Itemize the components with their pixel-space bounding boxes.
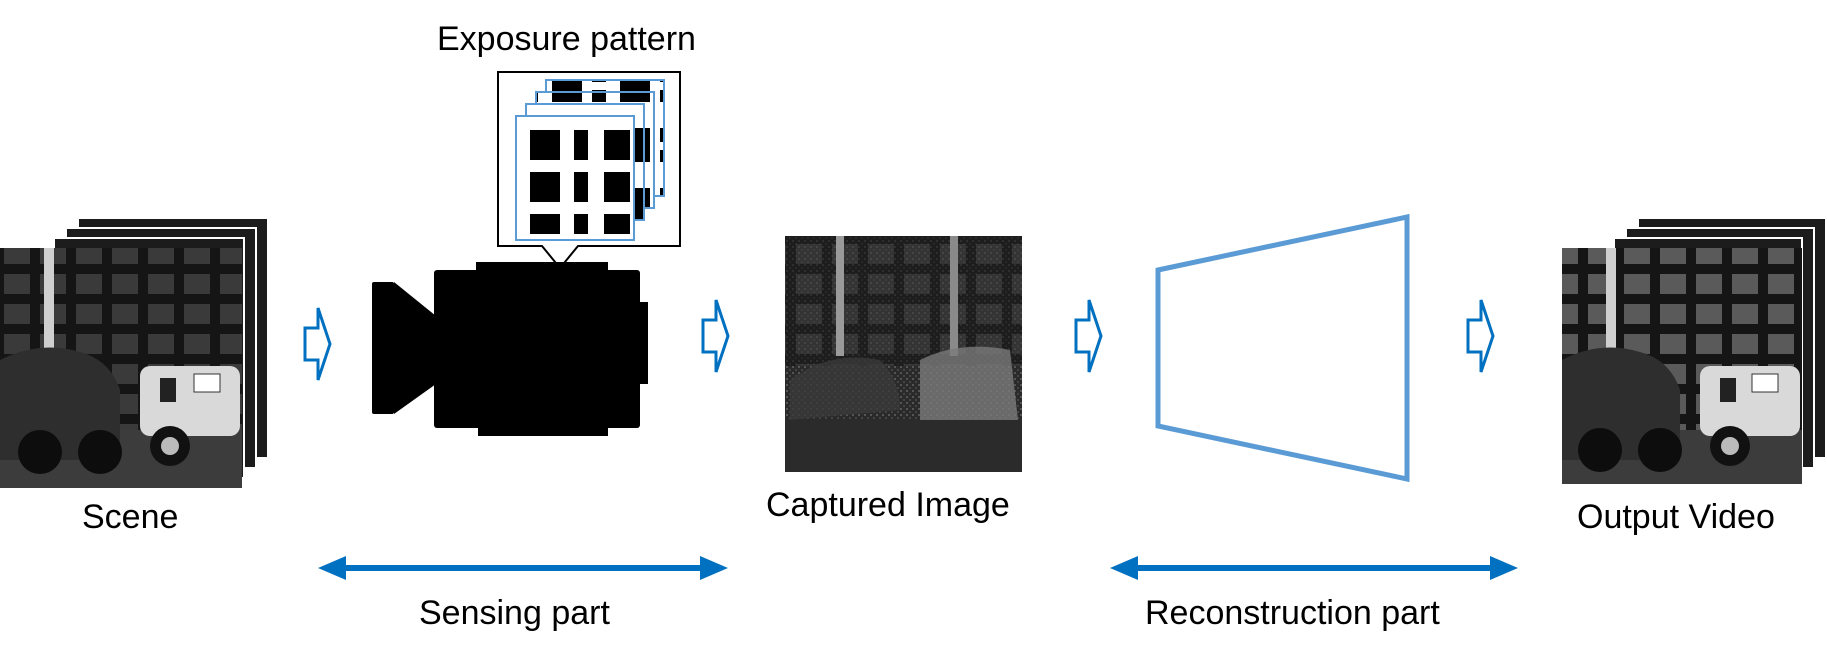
right-hollow-arrow-icon xyxy=(303,307,332,381)
reconstruction-network-shape xyxy=(1155,213,1410,483)
output-video-label: Output Video xyxy=(1577,498,1775,536)
output-frame-stack xyxy=(1562,217,1827,484)
sensing-part-arrow xyxy=(318,556,728,580)
exposure-pattern-label: Exposure pattern xyxy=(437,20,696,58)
sensing-part-label: Sensing part xyxy=(419,594,610,632)
right-hollow-arrow-icon xyxy=(1074,299,1103,373)
scene-frame-stack xyxy=(0,217,269,488)
captured-image xyxy=(785,236,1022,472)
captured-image-label: Captured Image xyxy=(766,486,1010,524)
output-frame-front xyxy=(1562,248,1802,484)
right-hollow-arrow-icon xyxy=(1466,299,1495,373)
reconstruction-part-label: Reconstruction part xyxy=(1145,594,1440,632)
video-camera-icon xyxy=(372,262,648,436)
scene-frame-front xyxy=(0,248,242,488)
right-hollow-arrow-icon xyxy=(701,299,730,373)
exposure-mask-stack xyxy=(515,79,665,241)
scene-label: Scene xyxy=(82,498,179,536)
reconstruction-part-arrow xyxy=(1110,556,1518,580)
